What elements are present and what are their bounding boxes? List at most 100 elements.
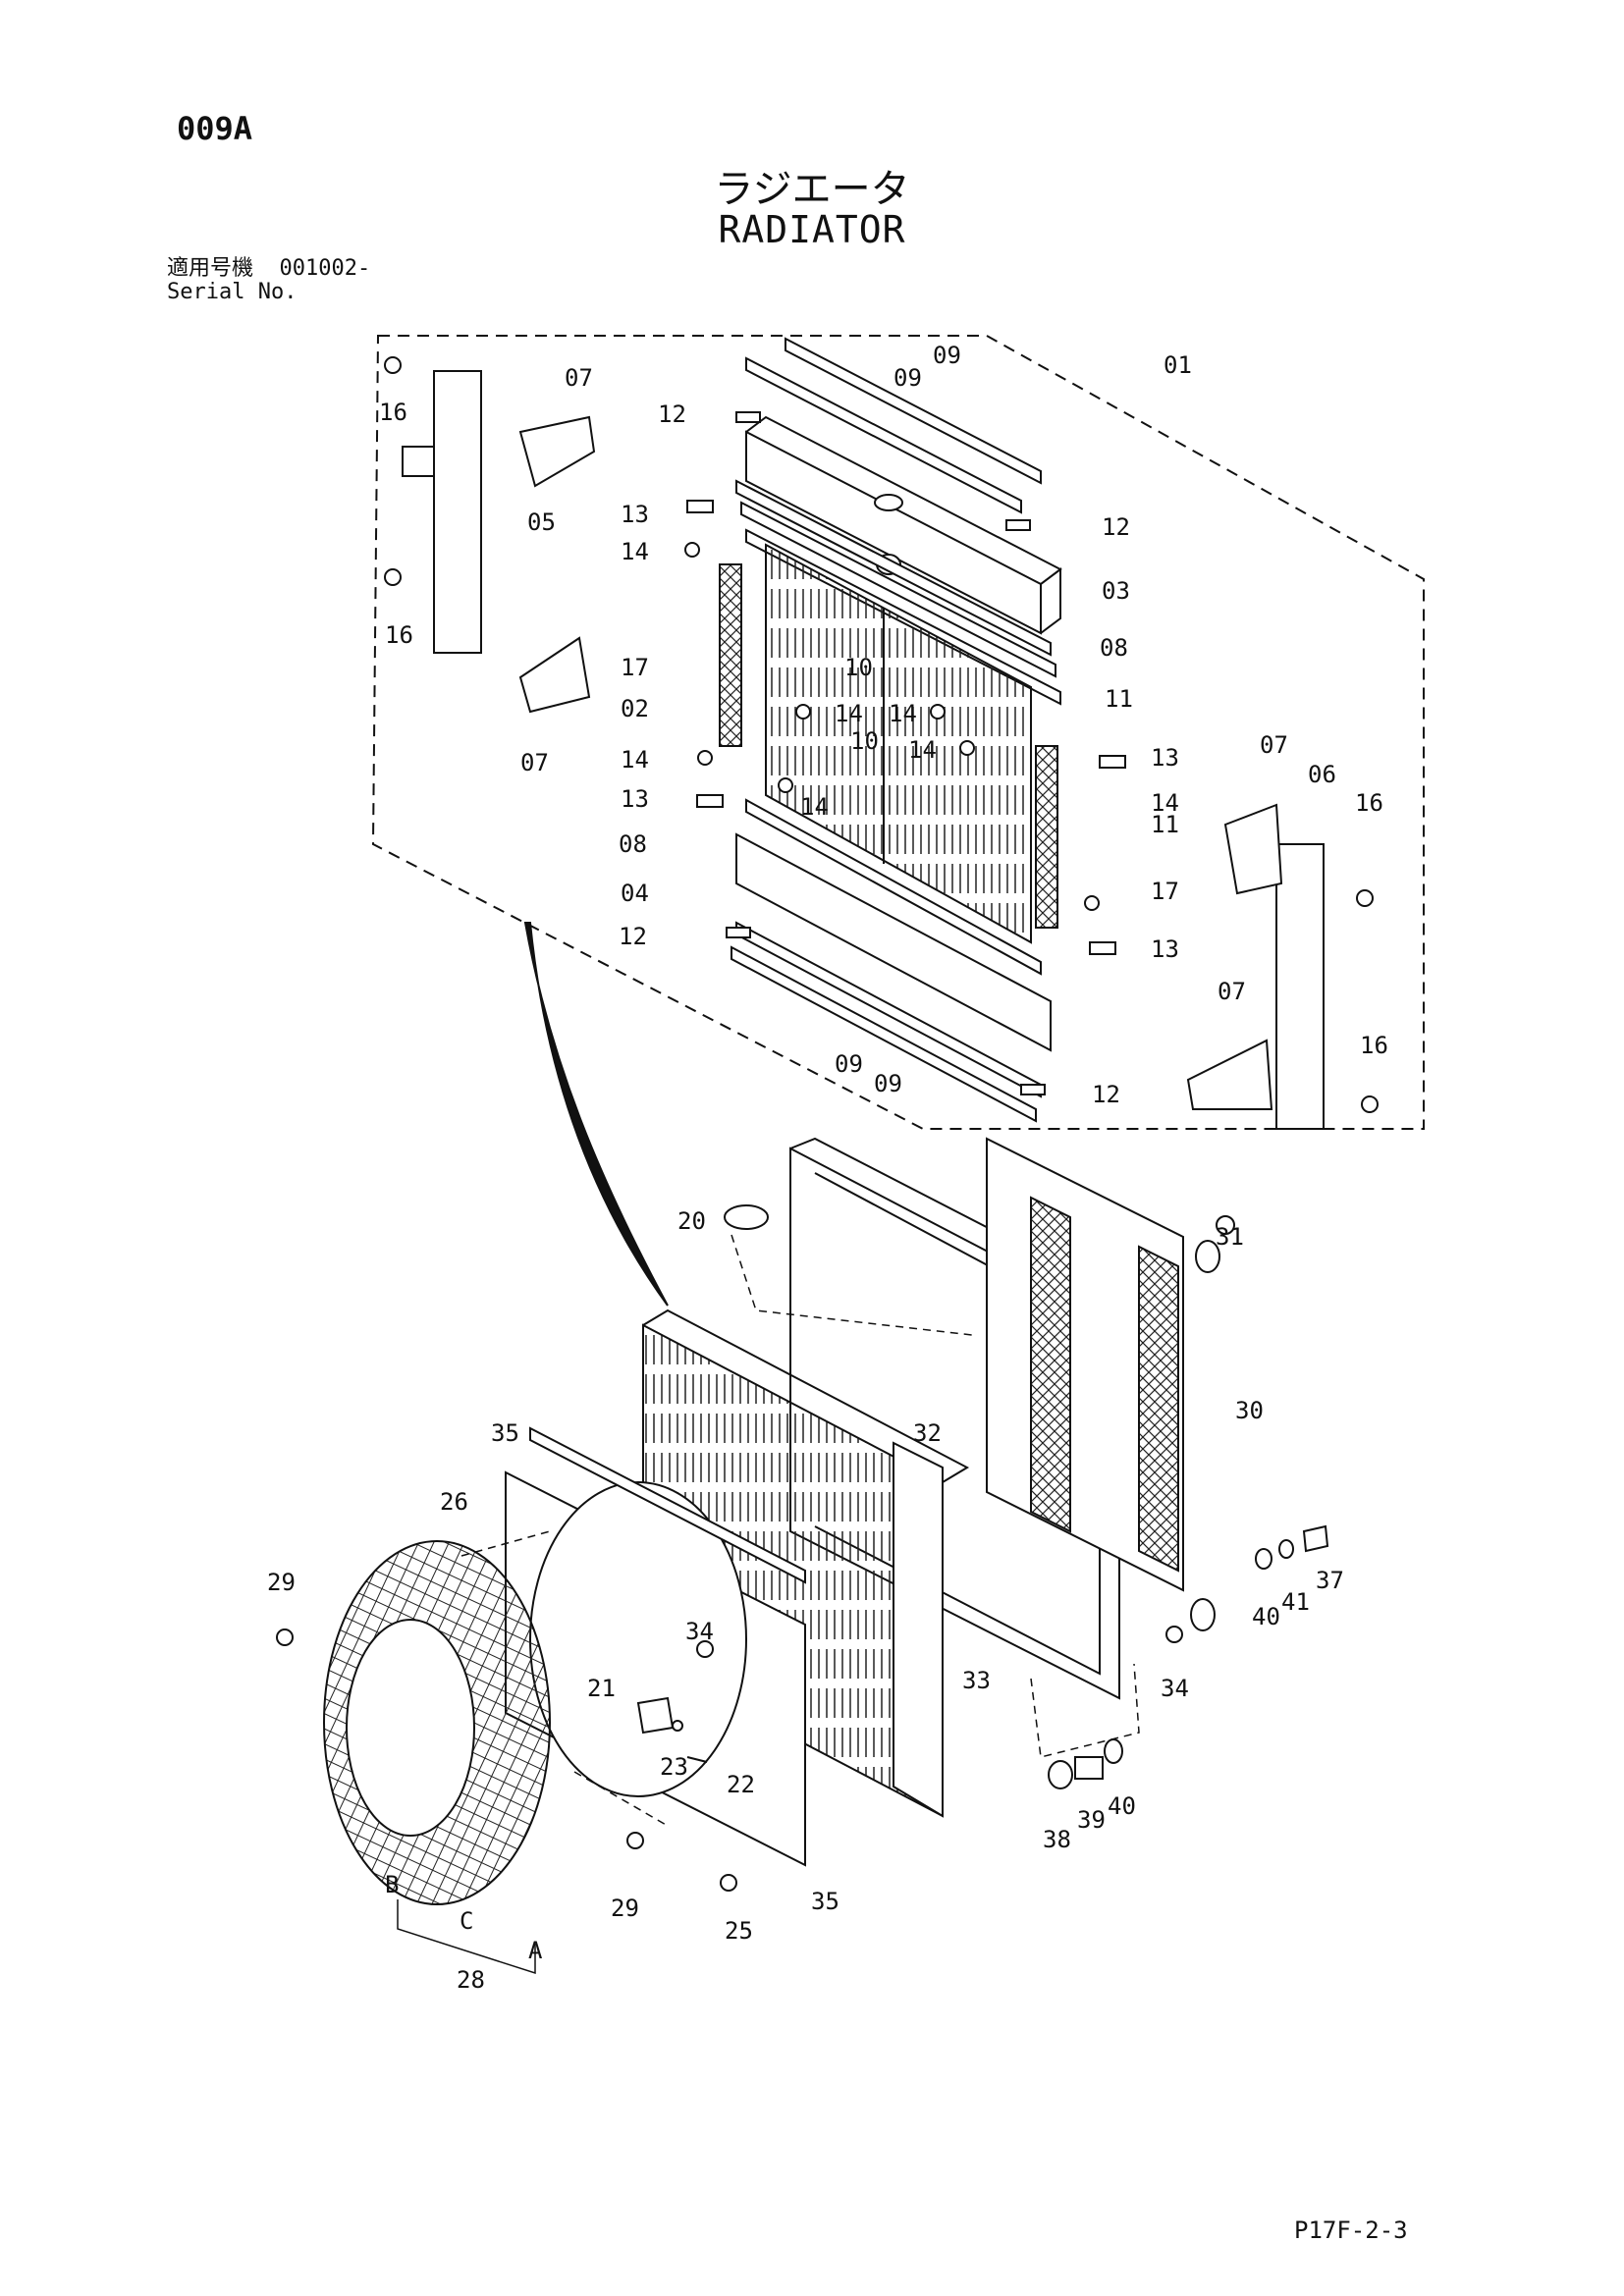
bolt-14-b [795,704,811,720]
cap-20 [724,1204,769,1230]
callout-32: 32 [913,1419,942,1447]
serial-label-jp: 適用号機 [167,256,254,281]
callout-14-c: 14 [889,700,917,727]
callout-14-a: 14 [621,538,649,565]
callout-41: 41 [1281,1588,1310,1616]
serial-row: 適用号機 001002- [167,257,370,281]
page-code: 009A [177,110,253,147]
callout-12-b: 12 [1102,513,1130,541]
callout-14-d: 14 [908,736,937,764]
pipe-39 [1074,1756,1104,1780]
title-japanese: ラジエータ [714,167,910,212]
upper-assembly [384,337,1379,1130]
callout-13-d: 13 [1151,935,1179,963]
washer-41 [1278,1539,1294,1559]
callout-13-c: 13 [621,785,649,813]
callout-12-c: 12 [619,923,647,950]
callout-39: 39 [1077,1806,1106,1834]
clamp-12-b [1005,519,1031,531]
top-bar-09-a [785,337,1042,485]
callout-16-c: 16 [1355,789,1383,817]
bolt-16-b [384,568,402,586]
serial-block: 適用号機 001002- Serial No. [167,257,370,304]
cap-38 [1048,1760,1073,1789]
callout-12-a: 12 [658,400,686,428]
callout-04: 04 [621,880,649,907]
callout-07-d: 07 [1218,978,1246,1005]
bolt-14-g [1084,895,1100,911]
callout-11-a: 11 [1105,685,1133,713]
callout-16-b: 16 [385,621,413,649]
callout-26: 26 [440,1488,468,1516]
guard-bracket [397,1899,536,1975]
callout-08-a: 08 [1100,634,1128,662]
stay-05 [433,370,482,654]
callout-23: 23 [660,1753,688,1781]
callout-40-b: 40 [1108,1792,1136,1820]
callout-C: C [460,1907,473,1935]
callout-20: 20 [677,1207,706,1235]
lower-plate-08 [745,798,1042,976]
callout-09-a: 09 [933,342,961,369]
callout-33: 33 [962,1667,991,1694]
clamp-12-a [735,411,761,423]
callout-21: 21 [587,1675,616,1702]
clamp-13-b [1099,755,1126,769]
seal-pad-17-right [1035,745,1058,929]
seal-35 [529,1426,806,1584]
callout-40-a: 40 [1252,1603,1280,1630]
bolt-29-a [276,1629,294,1646]
callout-09-c: 09 [835,1050,863,1078]
callout-17-a: 17 [621,654,649,681]
callout-06: 06 [1308,761,1336,788]
callout-29-a: 29 [267,1569,296,1596]
clamp-13-a [686,500,714,513]
callout-14-e: 14 [621,746,649,774]
seal-pad-17-left [719,563,742,747]
callout-01: 01 [1164,351,1192,379]
callout-29-b: 29 [611,1895,639,1922]
clamp-12-c [726,927,751,938]
callout-07-a: 07 [565,364,593,392]
bolt-14-d [959,740,975,756]
connector-arrow [523,922,669,1307]
callout-34-b: 34 [1161,1675,1189,1702]
stay-06 [1275,843,1325,1130]
bracket-07-b [518,636,591,714]
top-bar-09-b [745,356,1022,514]
washer-40-a [1255,1548,1272,1570]
callout-02: 02 [621,695,649,722]
callout-14-g: 14 [1151,789,1179,817]
bolt-14-e [697,750,713,766]
callout-13-b: 13 [1151,744,1179,772]
bolt-34-b [1165,1626,1183,1643]
upper-plate-08-b [740,501,1056,678]
clamp-13-d [1089,941,1116,955]
bolt-31 [1216,1215,1235,1235]
callout-34-a: 34 [685,1618,714,1645]
callout-A: A [528,1937,543,1964]
callout-09-b: 09 [893,364,922,392]
ring-40-b [1104,1738,1123,1764]
clamp-12-d [1020,1084,1046,1095]
bracket-07-d [1186,1039,1273,1110]
bolt-16-d [1361,1095,1379,1113]
callout-10-b: 10 [850,727,879,755]
callout-22: 22 [727,1771,755,1798]
callout-28: 28 [457,1966,485,1994]
footer-page-code: P17F-2-3 [1294,2216,1408,2244]
lower-assembly [276,1137,1329,1905]
bolt-14-a [684,542,700,558]
callout-05: 05 [527,508,556,536]
bolt-25 [720,1874,737,1892]
callout-17-b: 17 [1151,878,1179,905]
callout-38: 38 [1043,1826,1071,1853]
callout-35-b: 35 [811,1888,839,1915]
callout-13-a: 13 [621,501,649,528]
bolt-16-c [1356,889,1374,907]
callout-03: 03 [1102,577,1130,605]
title-english: RADIATOR [718,208,906,251]
callout-25: 25 [725,1917,753,1945]
callout-labels: 01 02 03 04 05 06 07 07 07 07 08 08 09 0… [267,342,1388,1994]
nut-23 [672,1720,683,1732]
